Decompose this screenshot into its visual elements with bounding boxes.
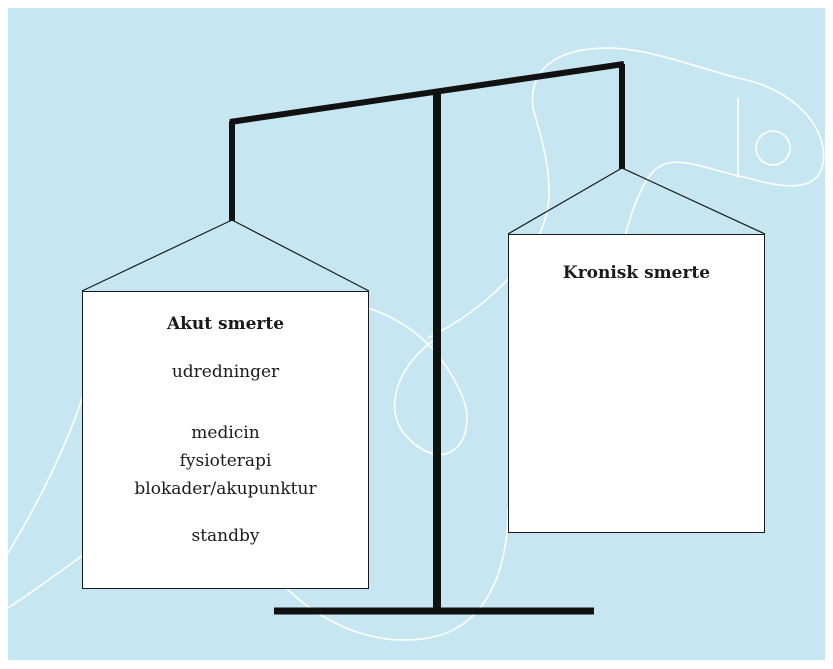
left-pan-item-3: fysioterapi [179,451,272,471]
left-pan-title: Akut smerte [166,314,285,334]
left-pan-item-5: standby [191,526,260,546]
left-pan-item-4: blokader/akupunktur [134,479,317,499]
left-pan-item-2: medicin [191,423,260,443]
pan-strings [81,167,766,292]
scale-beam [229,61,625,125]
right-pan-box: Kronisk smerte [508,234,765,533]
left-pan-item-1: udredninger [171,362,280,382]
diagram-panel: Akut smerte udredninger medicin fysioter… [8,8,825,660]
right-pan-title: Kronisk smerte [562,263,711,283]
left-pan-box: Akut smerte udredninger medicin fysioter… [82,291,369,589]
scale-frame [229,61,625,615]
